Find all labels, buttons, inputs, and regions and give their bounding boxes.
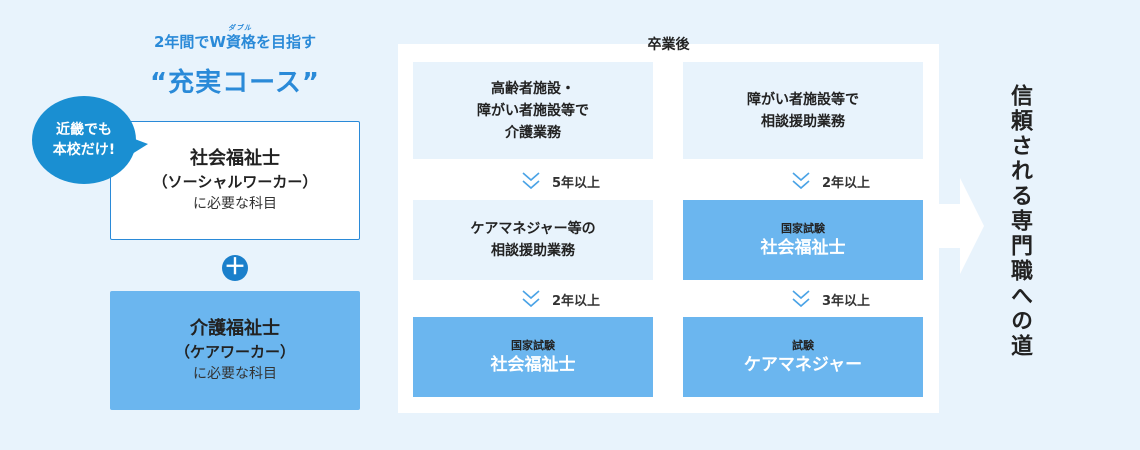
path-a-care-work-line-3: 介護業務: [505, 124, 561, 141]
result-text: 信頼される専門職への道: [1007, 84, 1032, 359]
chevron-down-icon: [792, 290, 810, 308]
chevron-down-icon: [522, 290, 540, 308]
path-b-consultation-line-2: 相談援助業務: [761, 113, 845, 130]
path-a-care-work-line-1: 高齢者施設・: [491, 80, 575, 97]
chevron-down-icon: [522, 172, 540, 190]
badge-line-1: 近畿でも: [56, 122, 112, 138]
path-a-care-work: 高齢者施設・ 障がい者施設等で 介護業務: [413, 62, 653, 159]
path-b-exam-title: 社会福祉士: [760, 238, 846, 258]
badge-line-2: 本校だけ!: [52, 142, 116, 158]
chevron-down-icon: [792, 172, 810, 190]
path-a-care-work-line-2: 障がい者施設等で: [477, 102, 589, 119]
path-a-step-2: 2年以上: [520, 286, 600, 312]
path-b-cm-exam-title: ケアマネジャー: [743, 355, 863, 375]
path-b-step-1: 2年以上: [790, 168, 870, 194]
path-a-step-1: 5年以上: [520, 168, 600, 194]
tagline-ruby: ダブル: [228, 24, 252, 32]
path-a-exam-title: 社会福祉士: [490, 355, 576, 375]
path-b-step-2-label: 3年以上: [822, 293, 871, 309]
social-worker-subtitle: （ソーシャルワーカー）: [152, 172, 318, 191]
care-worker-note: に必要な科目: [193, 365, 277, 382]
path-b-exam-label: 国家試験: [781, 222, 825, 235]
social-worker-title: 社会福祉士: [190, 147, 280, 169]
care-worker-box: 介護福祉士 （ケアワーカー） に必要な科目: [110, 291, 360, 410]
arrow-right-icon: [938, 178, 984, 274]
care-worker-subtitle: （ケアワーカー）: [174, 342, 295, 361]
path-b-care-manager-exam: 試験 ケアマネジャー: [683, 317, 923, 397]
path-a-consultation-line-2: 相談援助業務: [491, 243, 575, 259]
path-a-consultation-line-1: ケアマネジャー等の: [470, 221, 596, 237]
path-a-step-2-label: 2年以上: [552, 293, 601, 309]
social-worker-note: に必要な科目: [193, 195, 277, 212]
social-worker-box: 社会福祉士 （ソーシャルワーカー） に必要な科目: [110, 121, 360, 240]
tagline: ダブル 2年間でW資格を目指す: [110, 24, 360, 52]
only-school-badge: 近畿でも 本校だけ!: [32, 96, 148, 184]
path-b-consultation-work: 障がい者施設等で 相談援助業務: [683, 62, 923, 159]
after-graduation-header: 卒業後: [647, 37, 690, 53]
path-a-step-1-label: 5年以上: [552, 175, 601, 191]
tagline-text: 2年間でW資格を目指す: [154, 33, 316, 51]
path-b-step-2: 3年以上: [790, 286, 870, 312]
path-b-step-1-label: 2年以上: [822, 175, 871, 191]
course-title: “充実コース”: [150, 68, 320, 98]
path-a-exam-label: 国家試験: [511, 339, 555, 352]
path-a-consultation-work: ケアマネジャー等の 相談援助業務: [413, 200, 653, 280]
path-a-social-worker-exam: 国家試験 社会福祉士: [413, 317, 653, 397]
plus-icon: ＋: [222, 255, 248, 281]
care-worker-title: 介護福祉士: [190, 317, 280, 339]
path-b-consultation-line-1: 障がい者施設等で: [747, 91, 859, 108]
path-b-social-worker-exam: 国家試験 社会福祉士: [683, 200, 923, 280]
path-b-cm-exam-label: 試験: [792, 339, 814, 352]
